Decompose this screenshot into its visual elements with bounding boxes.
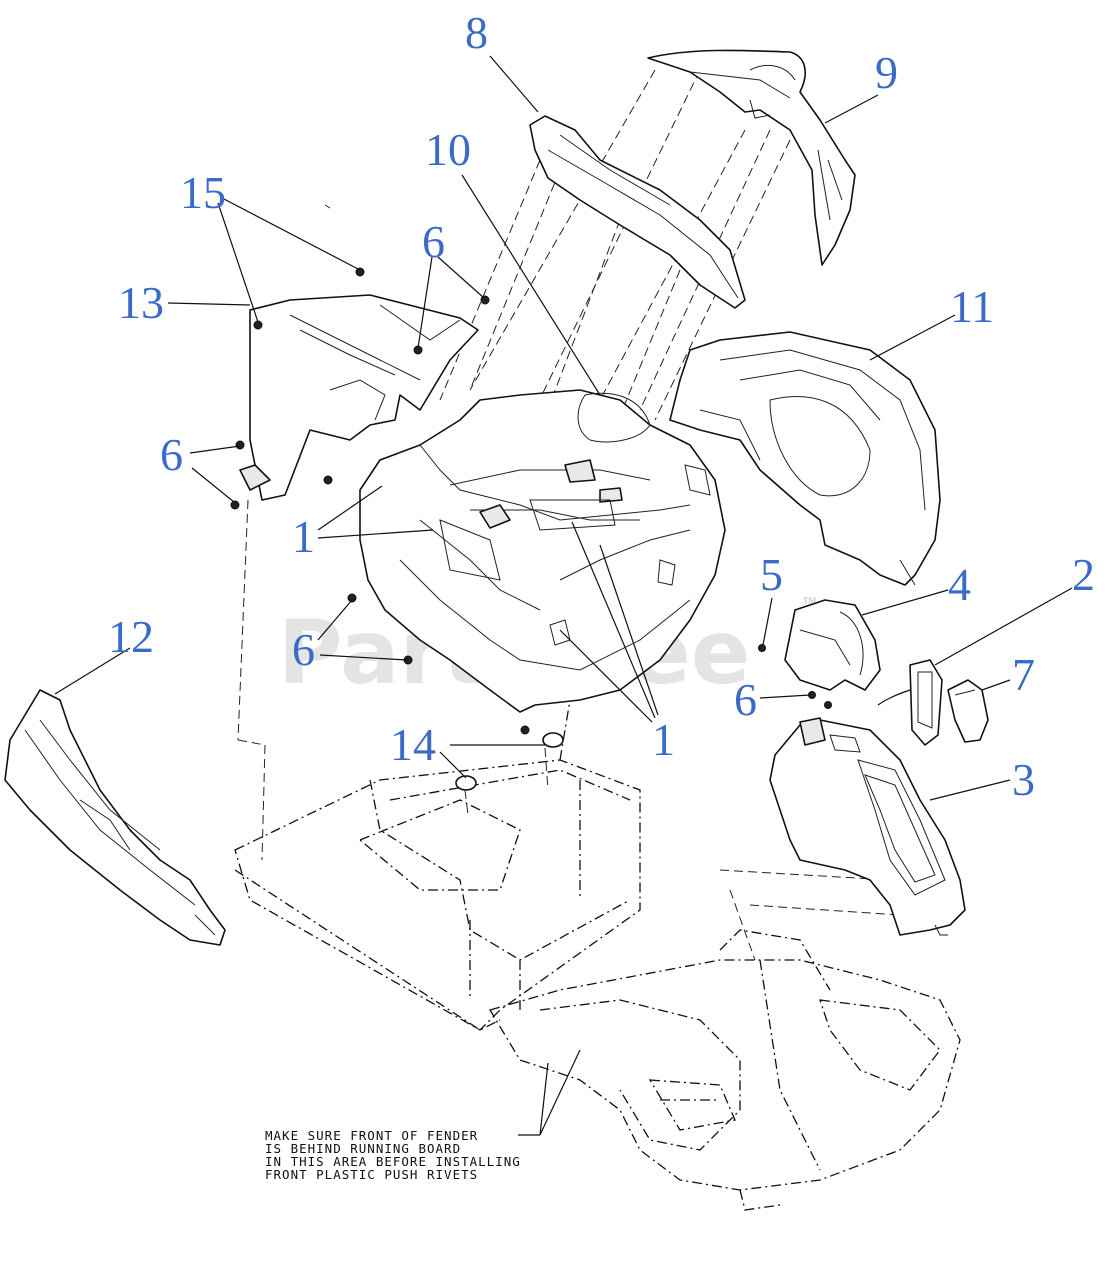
callout-5: 5 [760, 549, 783, 600]
callout-leader-lines [54, 55, 1073, 1136]
hardware-fasteners [230, 267, 832, 791]
part-9-dash-shroud [647, 49, 856, 266]
tractor-frame [234, 699, 641, 1031]
callout-6-top: 6 [422, 216, 445, 267]
note-line-4: FRONT PLASTIC PUSH RIVETS [265, 1167, 478, 1182]
part-12-left-skirt [4, 689, 226, 946]
callout-15: 15 [180, 167, 226, 218]
callout-6-right: 6 [734, 674, 757, 725]
note-line-2: IS BEHIND RUNNING BOARD [265, 1141, 461, 1156]
part-8-upper-trim [529, 115, 746, 309]
callout-2: 2 [1072, 549, 1095, 600]
part-10-main-fender [359, 389, 726, 713]
part-4-dash-housing [784, 599, 881, 691]
callout-10: 10 [425, 124, 471, 175]
callout-1-bottom: 1 [652, 714, 675, 765]
callout-1-left: 1 [292, 511, 315, 562]
part-2-gauge [877, 659, 943, 746]
callout-9: 9 [875, 47, 898, 98]
callout-7: 7 [1012, 649, 1035, 700]
callout-11: 11 [950, 281, 994, 332]
callout-3: 3 [1012, 754, 1035, 805]
installation-note: MAKE SURE FRONT OF FENDER IS BEHIND RUNN… [265, 1128, 521, 1182]
callout-13: 13 [118, 277, 164, 328]
callout-6-left: 6 [160, 429, 183, 480]
callout-12: 12 [108, 611, 154, 662]
part-11-right-fender [669, 331, 941, 586]
callout-4: 4 [948, 559, 971, 610]
note-line-1: MAKE SURE FRONT OF FENDER [265, 1128, 478, 1143]
running-board [489, 929, 961, 1211]
callout-6-lower: 6 [292, 624, 315, 675]
note-line-3: IN THIS AREA BEFORE INSTALLING [265, 1154, 521, 1169]
callout-8: 8 [465, 7, 488, 58]
part-7-knob [947, 679, 989, 743]
part-3-console [769, 717, 966, 936]
watermark-trademark: TM [802, 597, 816, 607]
part-13-left-panel [239, 294, 479, 501]
callout-14: 14 [390, 719, 436, 770]
callout-labels: 8 9 10 15 6 11 13 6 1 5 2 4 12 6 7 6 1 1… [108, 7, 1095, 805]
